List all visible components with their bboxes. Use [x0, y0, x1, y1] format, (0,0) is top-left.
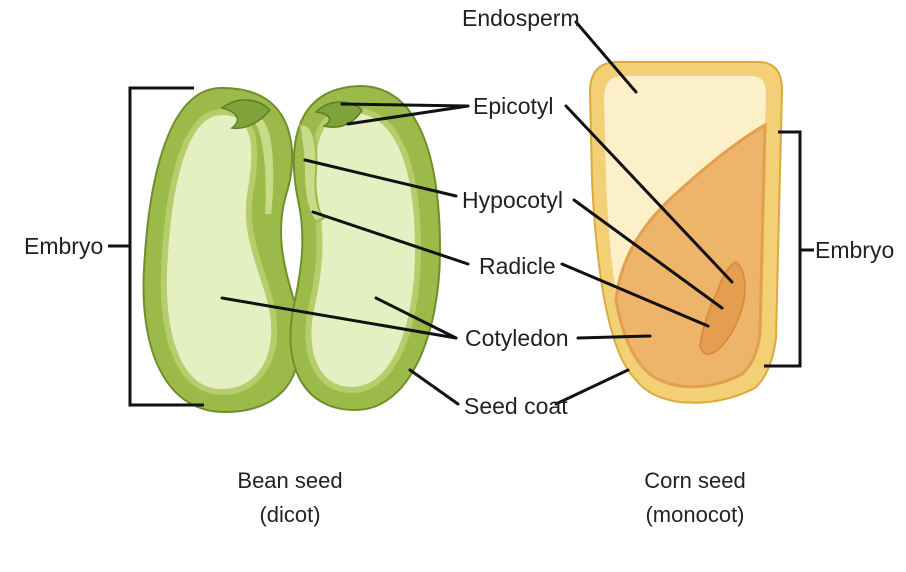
- label-cotyledon: Cotyledon: [465, 325, 569, 351]
- bean-seed: [142, 84, 442, 414]
- bean-left-epicotyl: [220, 99, 272, 130]
- hypocotyl-leader-bean: [303, 158, 458, 198]
- radicle-leader-corn: [560, 262, 710, 328]
- caption-bean-line2: (dicot): [259, 502, 320, 527]
- bean-left-embryo-axis: [250, 116, 276, 216]
- bean-right-embryo-axis: [298, 123, 326, 224]
- bean-left-cotyledon: [160, 108, 278, 396]
- bean-right-cotyledon: [305, 106, 422, 394]
- label-endosperm: Endosperm: [462, 5, 580, 31]
- embryo-left-bracket: [108, 86, 204, 407]
- endosperm-leader: [574, 20, 638, 94]
- hypocotyl-leader-corn: [572, 198, 724, 310]
- label-seed-coat: Seed coat: [464, 393, 568, 419]
- label-epicotyl: Epicotyl: [473, 93, 554, 119]
- bean-right-epicotyl: [314, 101, 363, 128]
- label-embryo-left: Embryo: [24, 233, 103, 259]
- radicle-leader-bean: [311, 210, 470, 266]
- epicotyl-leader-right: [346, 104, 470, 126]
- seed-coat-leader-corn: [554, 368, 630, 406]
- bean-left-half: [142, 86, 302, 414]
- labels: Endosperm Epicotyl Hypocotyl Radicle Cot…: [24, 5, 894, 419]
- epicotyl-leader-left: [340, 102, 470, 108]
- epicotyl-leader-corn: [564, 104, 734, 284]
- cotyledon-leader-corn: [576, 334, 652, 340]
- cotyledon-leader-right: [374, 296, 458, 340]
- leader-lines: [220, 20, 734, 406]
- caption-bean-line1: Bean seed: [237, 468, 342, 493]
- seed-coat-leader-bean: [408, 368, 460, 406]
- captions: Bean seed (dicot) Corn seed (monocot): [237, 468, 745, 527]
- embryo-brackets: [108, 86, 814, 407]
- label-hypocotyl: Hypocotyl: [462, 187, 563, 213]
- embryo-right-bracket: [764, 130, 814, 368]
- caption-corn-line2: (monocot): [645, 502, 744, 527]
- caption-corn-line1: Corn seed: [644, 468, 746, 493]
- cotyledon-leader-left: [220, 296, 458, 340]
- label-embryo-right: Embryo: [815, 237, 894, 263]
- label-radicle: Radicle: [479, 253, 556, 279]
